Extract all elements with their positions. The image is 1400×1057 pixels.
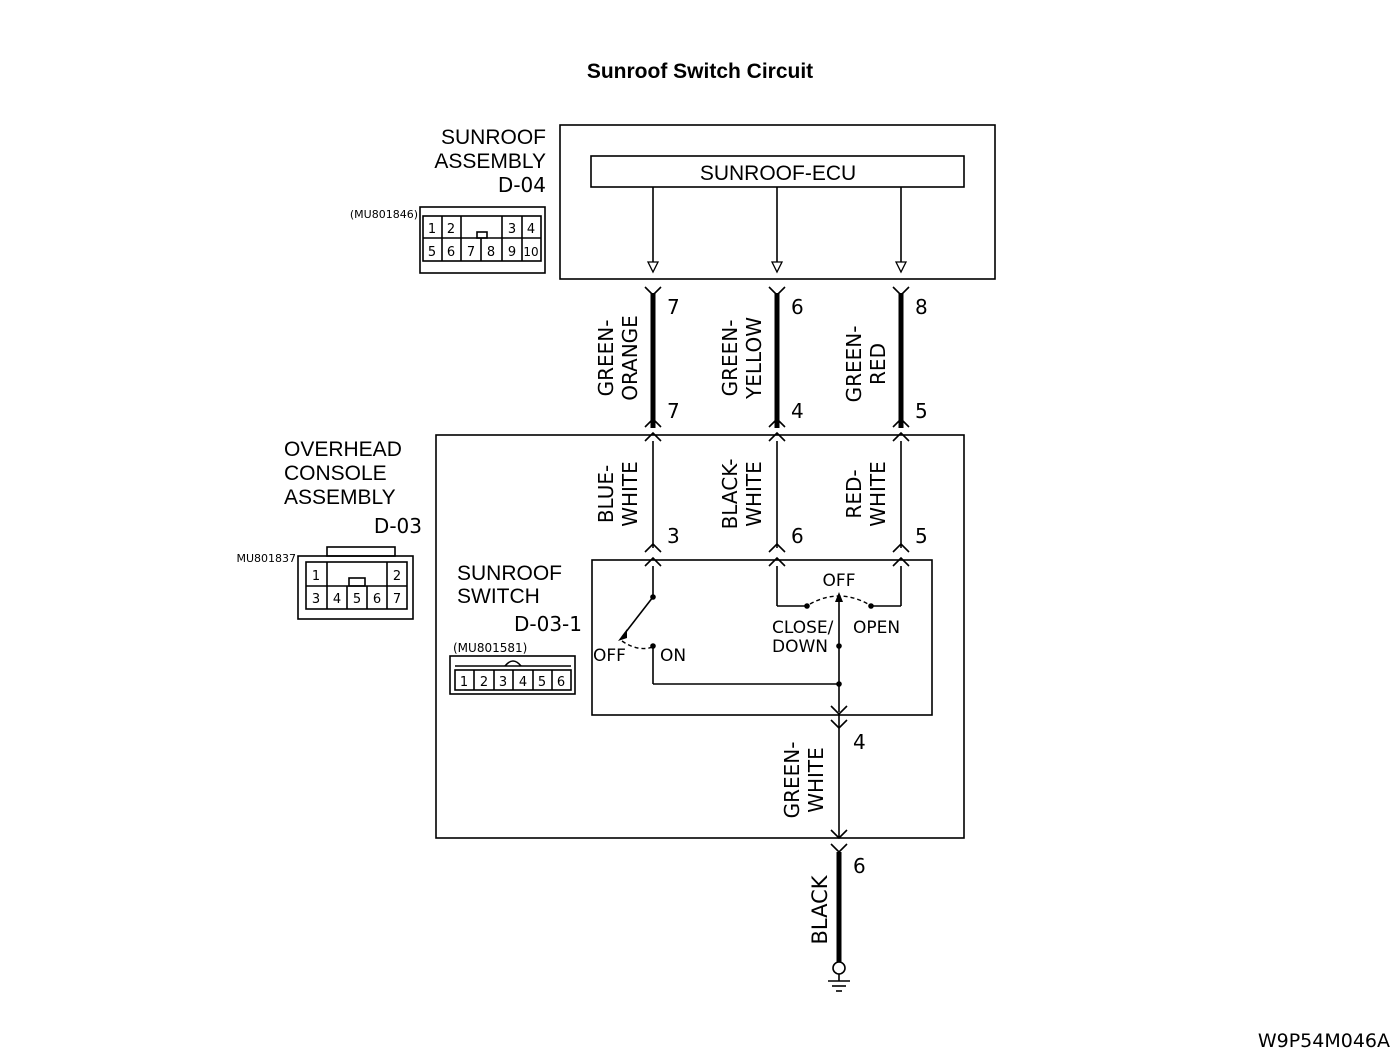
d03-pin-7: 7: [393, 592, 401, 607]
switch-output-wire: 4 GREEN- WHITE: [780, 705, 866, 854]
sunroof-assembly-label-1: SUNROOF: [441, 126, 546, 149]
wire2-color-2: YELLOW: [742, 317, 766, 400]
wire3-color-1: GREEN-: [842, 326, 866, 403]
sunroof-assembly: SUNROOF ASSEMBLY D-04 (MU801846) SUNROOF…: [350, 124, 996, 280]
switch-output-color-1: GREEN-: [780, 742, 804, 819]
d04-pin-6: 6: [447, 245, 455, 260]
sunroof-assembly-label-2: ASSEMBLY: [434, 150, 546, 173]
sunroof-switch-label-2: SWITCH: [457, 585, 540, 608]
internal1-color-2: WHITE: [618, 461, 642, 527]
sunroof-switch-part-no: (MU801581): [453, 641, 527, 655]
overhead-console-label-2: CONSOLE: [284, 462, 387, 485]
overhead-console-assembly: OVERHEAD CONSOLE ASSEMBLY D-03 MU801837 …: [236, 434, 965, 839]
internal3-pin: 5: [915, 524, 928, 548]
ground-terminal: [832, 961, 846, 975]
wire1-color-2: ORANGE: [618, 315, 642, 401]
d03-pin-2: 2: [393, 569, 401, 584]
sunroof-switch-connector: D-03-1: [514, 612, 582, 636]
internal1-color-1: BLUE-: [594, 465, 618, 523]
harness-wires: 7 6 8 7 4 5 GREEN- ORANGE GREEN- YELLOW …: [594, 286, 928, 442]
slide-close-label-1: CLOSE/: [772, 618, 834, 638]
d04-pin-3: 3: [508, 222, 516, 237]
d04-pin-4: 4: [527, 222, 535, 237]
switch-output-color-2: WHITE: [804, 747, 828, 813]
d04-pin-5: 5: [428, 245, 436, 260]
overhead-console-connector: D-03: [374, 514, 422, 538]
sunroof-switch-box: [591, 559, 933, 716]
connector-d031-face: 1 2 3 4 5 6: [449, 655, 576, 695]
d03-pin-4: 4: [333, 592, 341, 607]
d031-pin-1: 1: [460, 675, 468, 690]
sunroof-assembly-connector: D-04: [498, 173, 546, 197]
wire2-color-1: GREEN-: [718, 320, 742, 397]
d031-pin-4: 4: [519, 675, 527, 690]
wire3-pin-console: 5: [915, 399, 928, 423]
ground-wire: 6 BLACK: [808, 852, 866, 992]
d04-pin-10: 10: [523, 245, 538, 259]
sunroof-switch-label-1: SUNROOF: [457, 562, 562, 585]
connector-d03-face: 1 2 3 4 5 6 7: [297, 546, 414, 620]
wire1-pin-ecu: 7: [667, 295, 680, 319]
tilt-off-label: OFF: [593, 646, 626, 666]
sunroof-assembly-box: [559, 124, 996, 280]
d031-pin-5: 5: [538, 675, 546, 690]
diagram-title: Sunroof Switch Circuit: [587, 60, 813, 83]
slide-close-label-2: DOWN: [772, 637, 828, 657]
d03-pin-5: 5: [353, 592, 361, 607]
tilt-on-label: ON: [660, 646, 686, 666]
internal2-pin: 6: [791, 524, 804, 548]
d04-pin-8: 8: [487, 245, 495, 260]
slide-open-label: OPEN: [853, 618, 900, 638]
overhead-console-box: [435, 434, 965, 839]
d03-pin-3: 3: [312, 592, 320, 607]
connector-d04-face: 1 2 3 4 5 6 7 8 9 10: [419, 206, 546, 274]
switch-output-pin: 4: [853, 730, 866, 754]
wire2-pin-console: 4: [791, 399, 804, 423]
wire2-pin-ecu: 6: [791, 295, 804, 319]
d03-pin-1: 1: [312, 569, 320, 584]
slide-off-label: OFF: [823, 571, 856, 591]
ground-pin: 6: [853, 854, 866, 878]
internal3-color-2: WHITE: [866, 461, 890, 527]
d031-pin-2: 2: [480, 675, 488, 690]
overhead-console-label-1: OVERHEAD: [284, 438, 402, 461]
d04-pin-9: 9: [508, 245, 516, 260]
d04-pin-1: 1: [428, 222, 436, 237]
d03-pin-6: 6: [373, 592, 381, 607]
sunroof-ecu-label: SUNROOF-ECU: [700, 162, 856, 185]
overhead-console-label-3: ASSEMBLY: [284, 486, 396, 509]
internal2-color-2: WHITE: [742, 461, 766, 527]
ground-wire-color: BLACK: [808, 874, 832, 944]
internal1-pin: 3: [667, 524, 680, 548]
overhead-console-part-no: MU801837: [236, 552, 296, 565]
d031-pin-3: 3: [499, 675, 507, 690]
wire3-color-2: RED: [866, 343, 890, 385]
d031-pin-6: 6: [557, 675, 565, 690]
figure-code: W9P54M046A: [1258, 1030, 1390, 1052]
sunroof-assembly-part-no: (MU801846): [350, 208, 418, 221]
d04-pin-7: 7: [467, 245, 475, 260]
sunroof-switch: SUNROOF SWITCH D-03-1 (MU801581) OFF ON …: [453, 559, 933, 716]
internal2-color-1: BLACK-: [718, 459, 742, 530]
wire1-color-1: GREEN-: [594, 320, 618, 397]
wire3-pin-ecu: 8: [915, 295, 928, 319]
wire1-pin-console: 7: [667, 399, 680, 423]
d04-pin-2: 2: [447, 222, 455, 237]
internal3-color-1: RED-: [842, 469, 866, 518]
